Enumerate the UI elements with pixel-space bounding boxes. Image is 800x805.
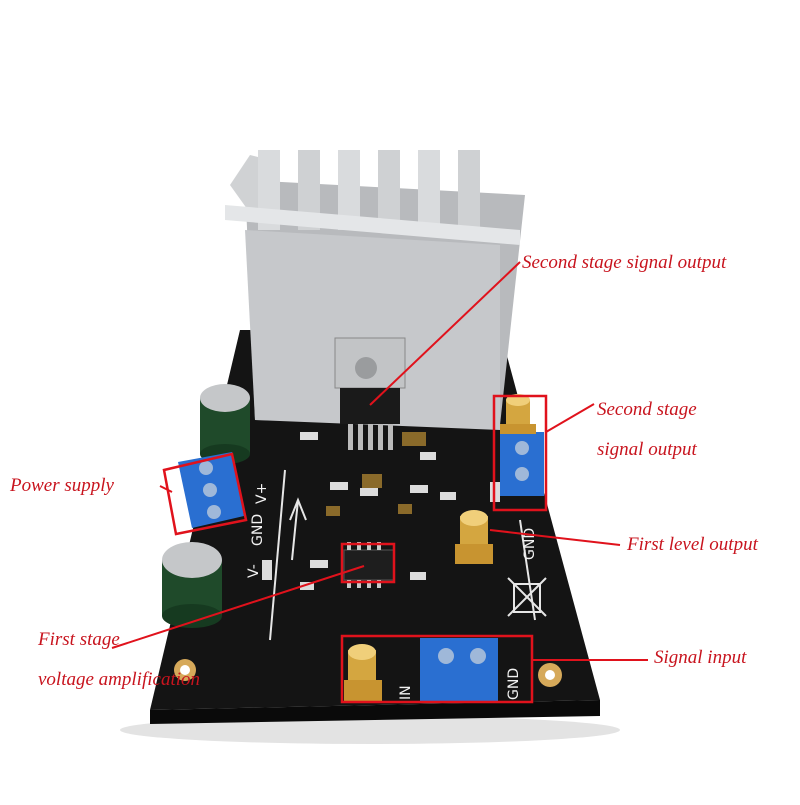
opamp-chip <box>343 542 395 588</box>
silkscreen-gnd-right: GND <box>522 528 538 560</box>
label-second-stage-line2: signal output <box>597 439 697 460</box>
voltage-regulator <box>334 337 406 450</box>
sma-connector-input <box>344 644 382 702</box>
silkscreen-gnd-power: GND <box>250 514 266 546</box>
terminal-block-input <box>420 638 498 702</box>
label-first-stage-line1: First stage <box>38 629 120 650</box>
sma-connector-output-1 <box>455 510 493 564</box>
highlight-power <box>162 452 248 536</box>
label-second-stage-line1: Second stage <box>597 399 697 420</box>
highlight-input <box>340 634 534 704</box>
smd-pads <box>326 432 426 516</box>
pcb-edge <box>150 700 600 724</box>
silkscreen-gnd-bottom: GND <box>506 668 522 700</box>
label-second-stage-signal-output-top: Second stage signal output <box>522 252 727 273</box>
capacitor-top <box>200 384 250 464</box>
terminal-block-power <box>178 452 244 528</box>
board-shadow <box>120 716 620 744</box>
silkscreen-in: IN <box>398 685 414 700</box>
terminal-block-output <box>500 432 544 496</box>
label-signal-input: Signal input <box>654 647 747 668</box>
silkscreen-v-plus: V+ <box>254 483 270 504</box>
label-first-stage-line2: voltage amplification <box>38 669 201 690</box>
heatsink <box>225 150 525 430</box>
mounting-hole-right <box>538 663 562 687</box>
capacitor-bottom <box>162 542 222 628</box>
highlight-boxes <box>162 394 548 704</box>
silkscreen-v-minus: V- <box>246 564 262 578</box>
label-power-supply: Power supply <box>10 475 114 496</box>
highlight-output-2 <box>492 394 548 512</box>
label-first-level-output: First level output <box>627 534 758 555</box>
weee-symbol <box>507 577 547 617</box>
mounting-hole-left <box>174 659 196 681</box>
highlight-opamp <box>340 542 396 584</box>
callout-lines <box>111 261 648 661</box>
